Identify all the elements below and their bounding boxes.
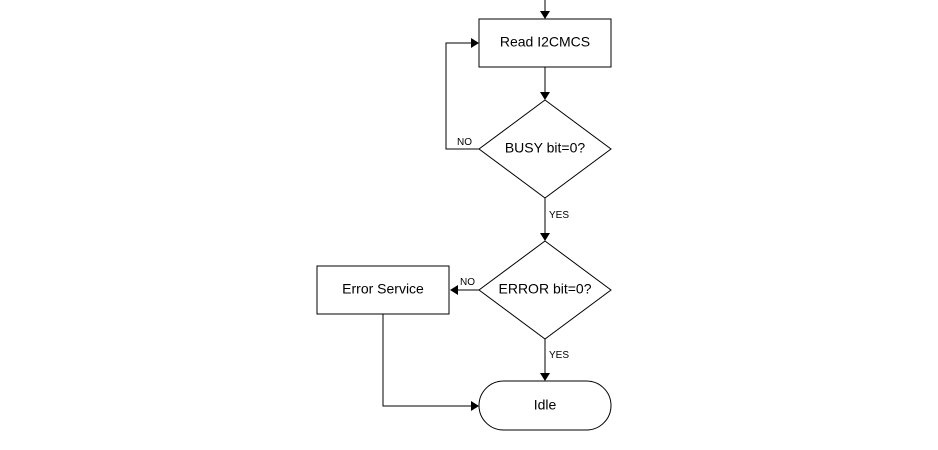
error-no-label: NO <box>460 277 475 288</box>
error-service-node: Error Service <box>316 265 450 315</box>
busy-no-label: NO <box>457 137 472 148</box>
service-to-idle-connector <box>382 314 479 411</box>
read-i2cmcs-label: Read I2CMCS <box>500 34 590 50</box>
busy-decision-node: BUSY bit=0? <box>478 99 612 199</box>
error-no-connector <box>450 285 479 295</box>
error-yes-label: YES <box>549 350 569 361</box>
busy-no-loop-connector <box>445 38 479 150</box>
error-yes-connector <box>540 339 550 381</box>
read-i2cmcs-node: Read I2CMCS <box>478 18 612 68</box>
busy-yes-connector <box>540 198 550 241</box>
error-decision-node: ERROR bit=0? <box>478 240 612 340</box>
busy-yes-label: YES <box>549 210 569 221</box>
error-service-label: Error Service <box>342 281 424 297</box>
idle-terminator-node: Idle <box>478 380 612 431</box>
error-decision-label: ERROR bit=0? <box>499 281 592 297</box>
read-to-busy-connector <box>540 67 550 100</box>
idle-label: Idle <box>534 397 557 413</box>
incoming-connector <box>540 0 550 19</box>
busy-decision-label: BUSY bit=0? <box>505 140 586 156</box>
